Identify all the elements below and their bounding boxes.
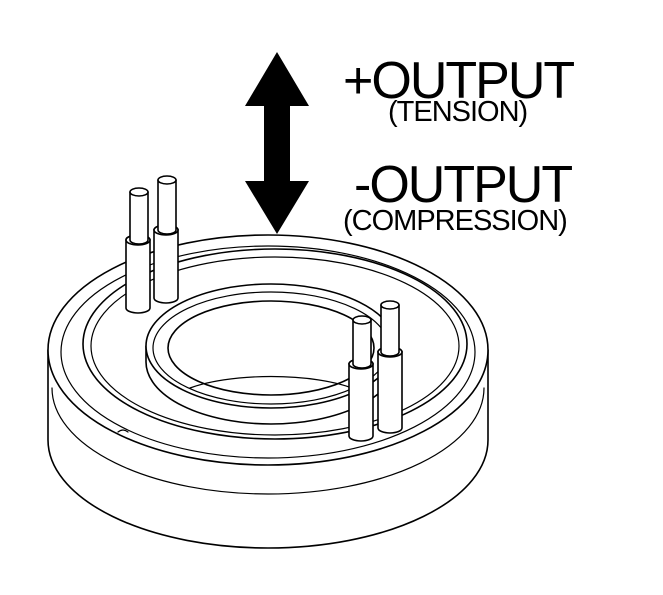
compression-note-label: (COMPRESSION): [343, 205, 567, 237]
left-pin-back-top: [157, 175, 177, 185]
arrow-up-head: [245, 52, 309, 106]
tension-output-label: +OUTPUT: [343, 52, 574, 110]
left-pin-sleeve-back: [153, 224, 179, 304]
left-pin-front-top: [129, 187, 149, 197]
left-pin-sleeve-front: [125, 234, 151, 314]
left-pin-front: [129, 191, 149, 245]
right-pin-back: [380, 304, 400, 357]
compression-output-label: -OUTPUT: [354, 156, 572, 214]
top-bevel: [60, 245, 476, 459]
groove-outer-inner-edge: [90, 256, 460, 436]
right-pin-sleeve-front: [348, 358, 374, 442]
lower-chamfer: [51, 387, 485, 495]
arrow-down-head: [245, 181, 309, 234]
right-pin-front: [352, 319, 372, 369]
left-connector-pins: [125, 175, 179, 314]
bore-depth-line: [189, 375, 353, 389]
right-pin-sleeve-back: [377, 346, 403, 434]
double-headed-arrow-icon: [245, 52, 309, 234]
left-pin-back: [157, 179, 177, 235]
arrow-shaft: [264, 104, 290, 184]
center-bore: [167, 300, 375, 396]
tension-note-label: (TENSION): [388, 96, 527, 128]
seam-mark: [117, 429, 129, 433]
right-pin-back-top: [380, 300, 400, 310]
inner-hub: [145, 283, 397, 425]
right-pin-front-top: [352, 315, 372, 325]
right-connector-pins: [348, 300, 403, 442]
